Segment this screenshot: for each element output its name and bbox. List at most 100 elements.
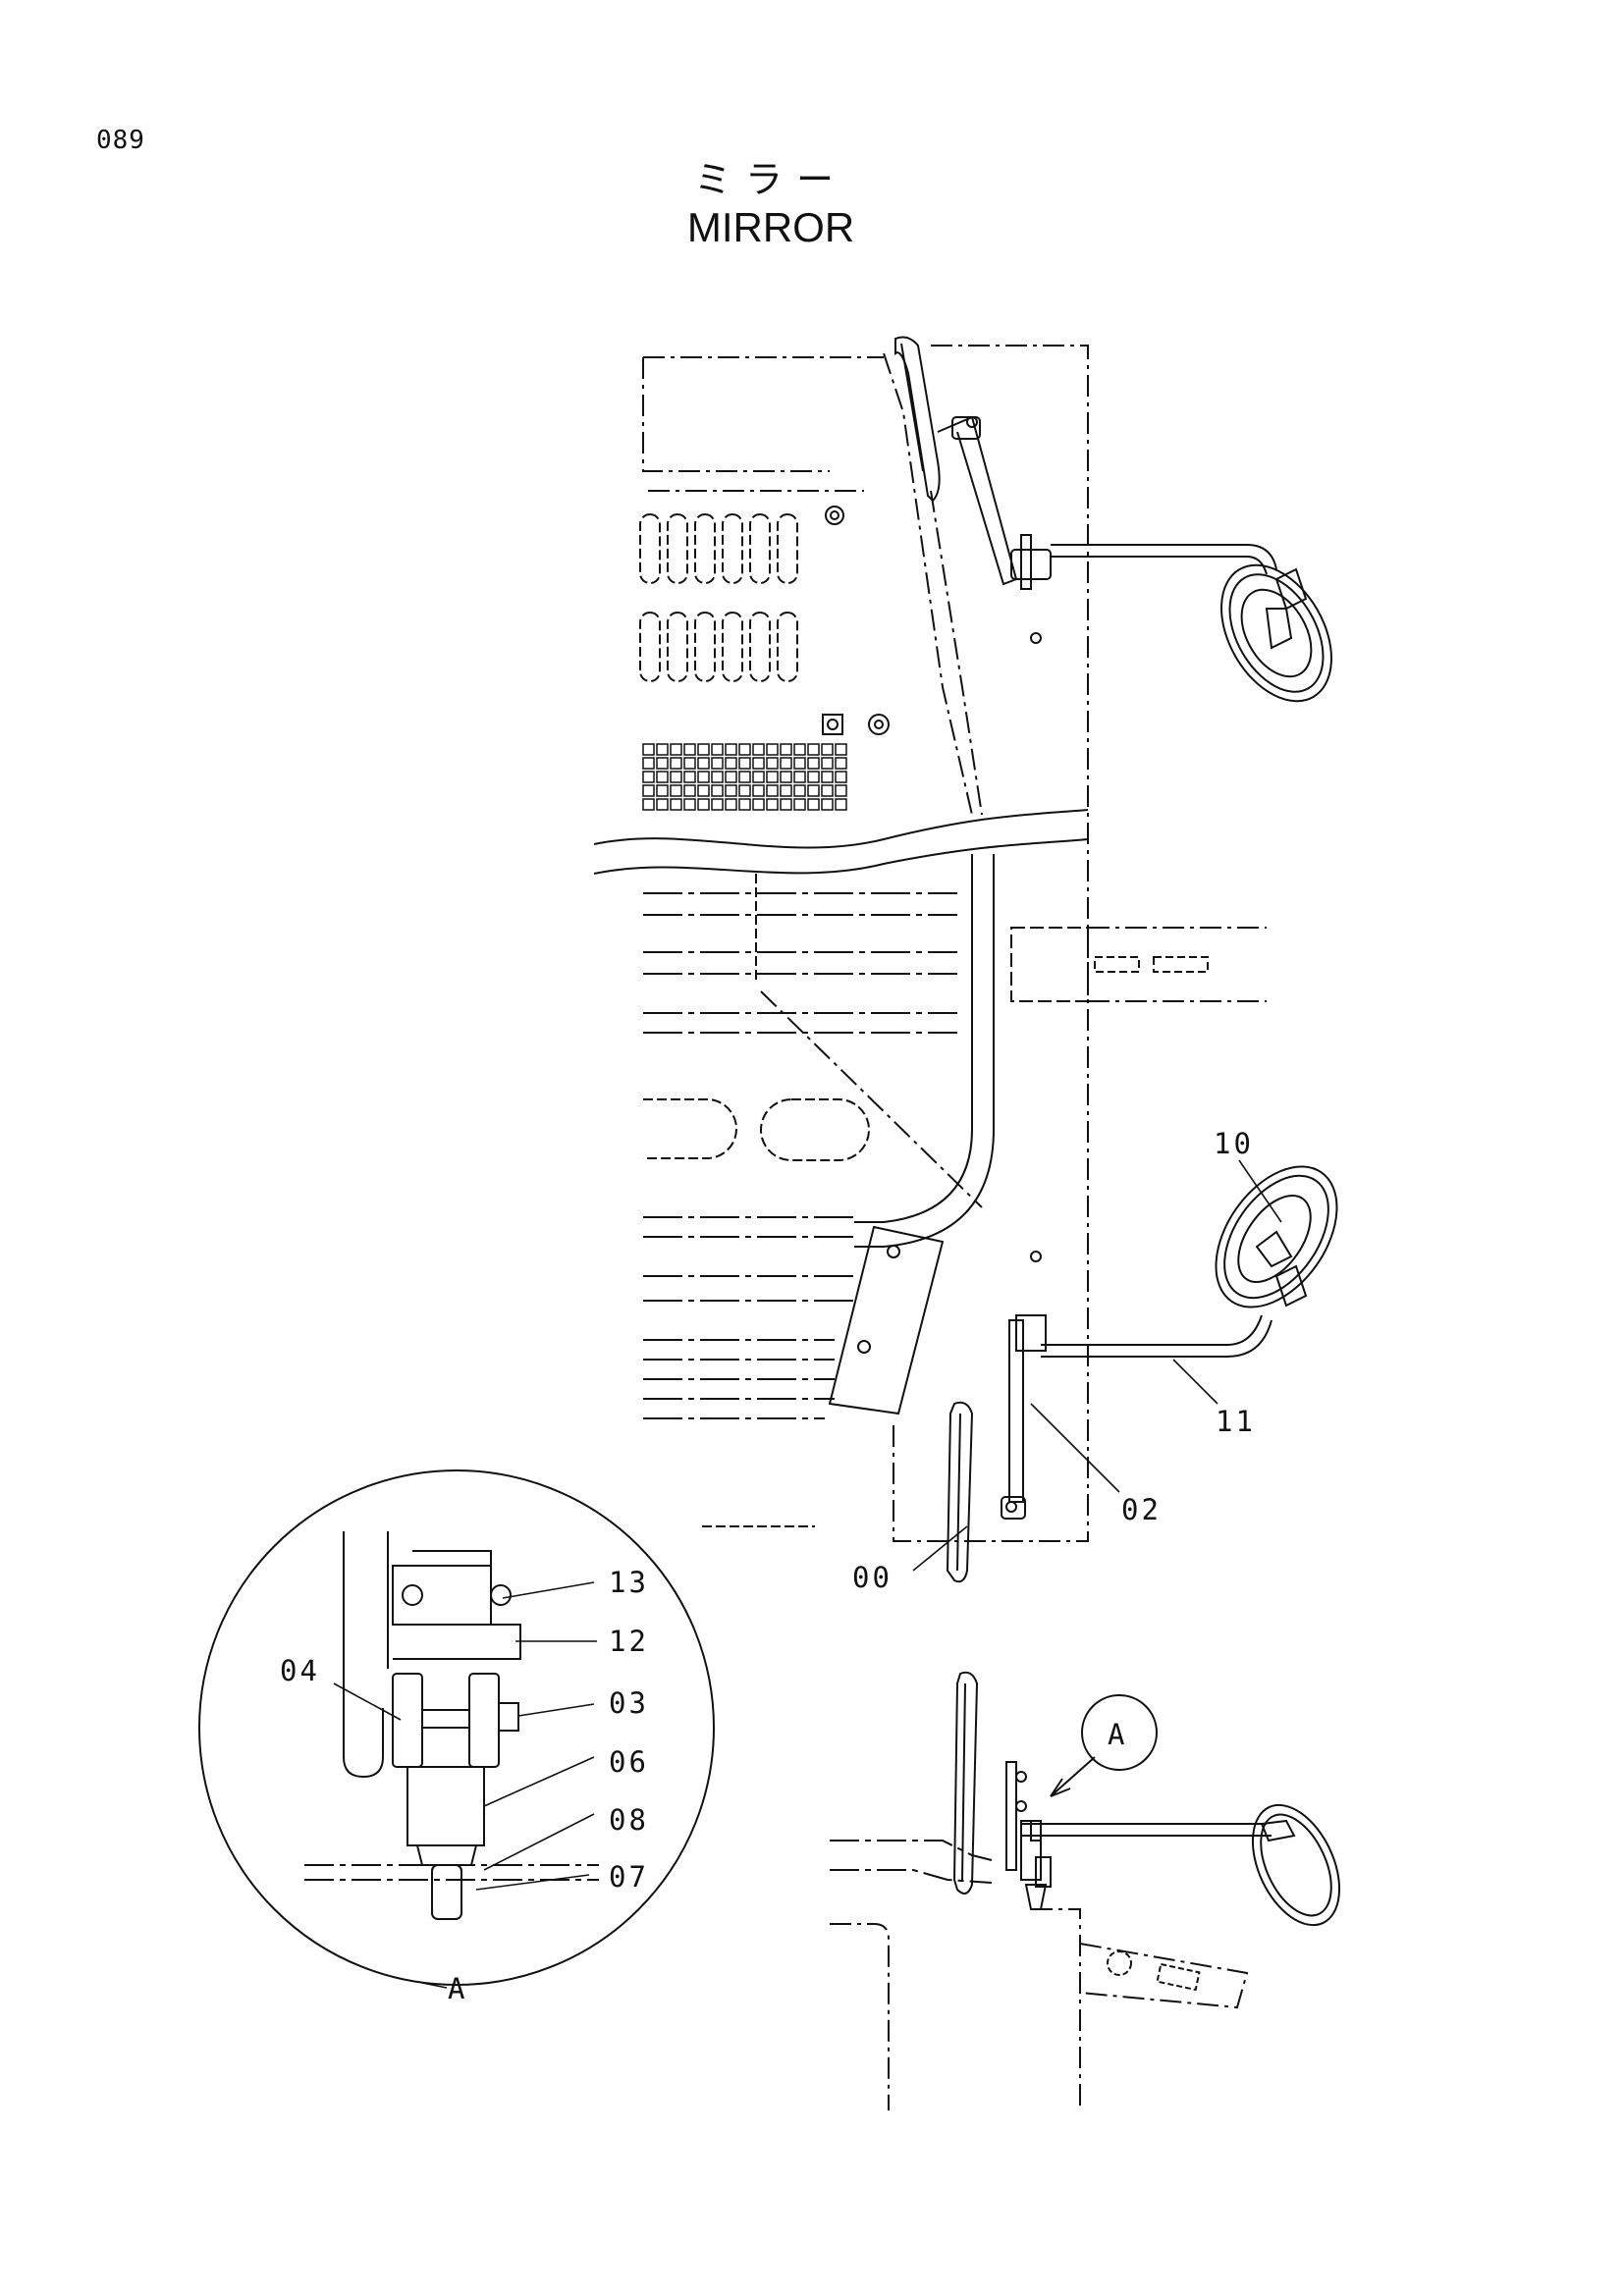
- grille-square: [670, 743, 682, 756]
- grille-square: [780, 798, 792, 811]
- callout-00: 00: [852, 1561, 893, 1594]
- grille-square: [642, 743, 655, 756]
- grille-square: [683, 743, 696, 756]
- grille-square: [780, 757, 792, 770]
- grille-square: [780, 771, 792, 783]
- grille-square: [725, 743, 737, 756]
- grille-square: [642, 771, 655, 783]
- grille-square: [725, 771, 737, 783]
- callout-10: 10: [1214, 1127, 1254, 1160]
- grille-square: [670, 798, 682, 811]
- title-english: MIRROR: [686, 204, 855, 250]
- page-number: 089: [96, 126, 145, 155]
- callout-03: 03: [609, 1686, 649, 1720]
- grille-square: [738, 784, 751, 797]
- callouts: 10 11 02 00 13 12 04 03 06 08 07 A A: [280, 1127, 1256, 2005]
- grille-square: [738, 798, 751, 811]
- upper-mirror-assembly: [894, 336, 1332, 703]
- detail-leader-lines: [333, 1581, 597, 1989]
- cab-side-view: [593, 345, 1267, 1542]
- grille-square: [766, 757, 779, 770]
- grille-square: [711, 784, 724, 797]
- grille-square: [780, 784, 792, 797]
- grille-square: [821, 743, 834, 756]
- grille-square: [821, 798, 834, 811]
- grille-square: [766, 743, 779, 756]
- grille-square: [711, 771, 724, 783]
- grille-square: [766, 784, 779, 797]
- grille-square: [766, 798, 779, 811]
- grille-square: [752, 757, 765, 770]
- grille-square: [725, 798, 737, 811]
- grille-square: [697, 784, 710, 797]
- grille-square: [697, 771, 710, 783]
- grille-square: [807, 784, 820, 797]
- detail-label-a: A: [448, 1972, 467, 2005]
- grille-square: [766, 771, 779, 783]
- grille-square: [807, 798, 820, 811]
- grille-square: [670, 784, 682, 797]
- grille-square: [835, 743, 847, 756]
- grille-square: [793, 757, 806, 770]
- callout-06: 06: [609, 1745, 649, 1779]
- grille-square: [821, 757, 834, 770]
- callout-04: 04: [280, 1654, 320, 1687]
- grille-square: [780, 743, 792, 756]
- grille-square: [835, 771, 847, 783]
- detail-a-view: [198, 1469, 715, 1986]
- callout-13: 13: [609, 1566, 649, 1599]
- grille-square: [656, 771, 669, 783]
- grille-square: [793, 743, 806, 756]
- grille-square: [752, 784, 765, 797]
- callout-11: 11: [1216, 1405, 1256, 1438]
- grille-square: [752, 798, 765, 811]
- grille-square: [642, 798, 655, 811]
- grille-square: [683, 771, 696, 783]
- grille-square: [683, 757, 696, 770]
- grille-square: [697, 743, 710, 756]
- callout-12: 12: [609, 1625, 649, 1658]
- grille-square: [711, 798, 724, 811]
- grille-square: [656, 784, 669, 797]
- grille-square: [835, 798, 847, 811]
- grille-square: [821, 784, 834, 797]
- grille-square: [835, 757, 847, 770]
- grille-square: [738, 743, 751, 756]
- grille-square: [656, 743, 669, 756]
- callout-balloon-a: A: [1108, 1718, 1127, 1751]
- bottom-side-view: [830, 1671, 1341, 2110]
- grille-square: [670, 771, 682, 783]
- callout-07: 07: [609, 1860, 649, 1894]
- grille-square: [807, 771, 820, 783]
- callout-02: 02: [1121, 1493, 1162, 1526]
- grille-square: [697, 757, 710, 770]
- grille-square: [738, 771, 751, 783]
- lower-mirror-assembly: [946, 1165, 1338, 1583]
- grille-square: [807, 757, 820, 770]
- grille-square: [683, 784, 696, 797]
- title-japanese: ミラー: [693, 158, 847, 201]
- grille-square: [642, 757, 655, 770]
- grille-square: [656, 798, 669, 811]
- grille-square: [670, 757, 682, 770]
- grille-square: [793, 798, 806, 811]
- grille-square: [752, 743, 765, 756]
- grille-square: [642, 784, 655, 797]
- grille-square: [807, 743, 820, 756]
- grille-square: [738, 757, 751, 770]
- grille-square: [656, 757, 669, 770]
- grille-square: [835, 784, 847, 797]
- grille-square: [793, 771, 806, 783]
- grille-square: [725, 757, 737, 770]
- grille-square: [821, 771, 834, 783]
- grille-square: [711, 757, 724, 770]
- grille-square: [711, 743, 724, 756]
- grille-square: [683, 798, 696, 811]
- grille-square: [697, 798, 710, 811]
- grille-square: [725, 784, 737, 797]
- leader-lines: [912, 1159, 1282, 1572]
- callout-08: 08: [609, 1803, 649, 1837]
- grille-square: [752, 771, 765, 783]
- grille-square: [793, 784, 806, 797]
